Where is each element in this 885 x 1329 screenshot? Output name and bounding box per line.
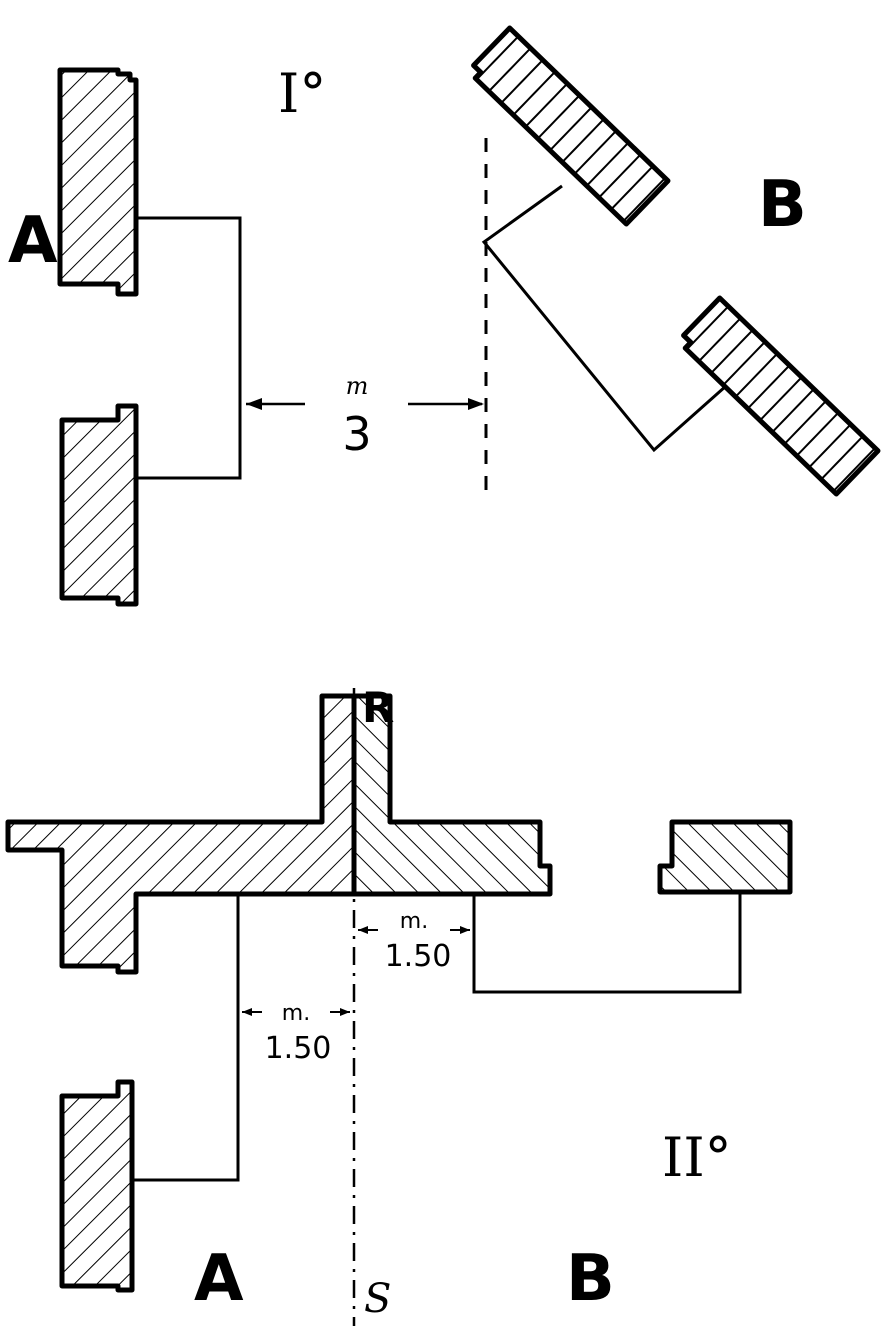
opening-outline-a [136,216,242,480]
opening-outline-b [481,184,727,453]
label-a-2: A [194,1242,244,1316]
label-b-1: B [758,168,807,242]
dimension-arrow-right [408,398,484,410]
wall-a-lower-section [59,403,139,607]
label-a-1: A [8,204,58,278]
wall-a-upper-section [57,67,139,297]
beam-left-section [5,693,357,975]
opening-outline-left [134,894,240,1182]
roman-numeral-1: I° [278,62,326,125]
dimension-arrow-left-2 [242,1008,350,1016]
label-s-axis: S [364,1276,391,1322]
dimension-arrow-left [246,398,305,410]
wall-b-lower-section [681,295,881,497]
wall-a-lower-section-2 [59,1079,135,1293]
figure-1: m 3 I° A B [8,25,881,607]
opening-outline-right [472,892,742,994]
roman-numeral-2: II° [662,1126,732,1189]
dimension-unit-left: m. [282,1001,310,1026]
figure-2: m. 1.50 m. 1.50 R II° A B S [5,683,793,1326]
dimension-value-1: 3 [342,407,371,461]
beam-right-section [351,693,553,897]
dimension-unit-right: m. [400,909,428,934]
dimension-value-right: 1.50 [385,939,452,974]
dimension-unit-1: m [346,372,369,400]
wall-b-upper-section [471,25,671,227]
dimension-value-left: 1.50 [265,1031,332,1066]
dimension-arrow-right-2 [358,926,470,934]
label-b-2: B [566,1242,615,1316]
beam-right-block [657,819,793,895]
label-r: R [362,683,394,732]
